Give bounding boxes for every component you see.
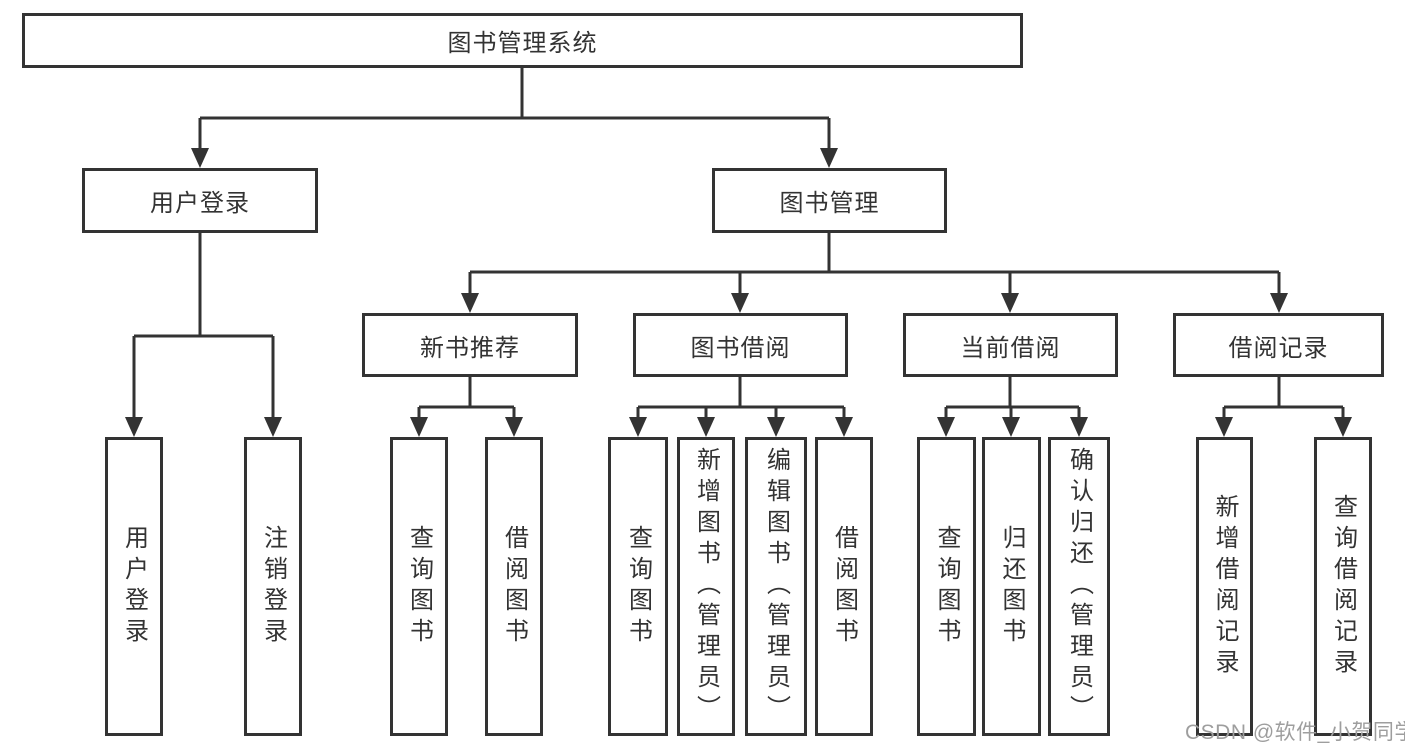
node-book-borrow: 图书借阅	[633, 313, 848, 377]
leaf-borrow-book-recommend: 借阅图书	[485, 437, 543, 736]
leaf-add-book-admin: 新增图书（管理员）	[677, 437, 735, 736]
leaf-return-book: 归还图书	[982, 437, 1041, 736]
node-current-borrow: 当前借阅	[903, 313, 1118, 377]
node-new-book-recommend: 新书推荐	[362, 313, 578, 377]
leaf-add-borrow-record: 新增借阅记录	[1196, 437, 1253, 736]
leaf-logout: 注销登录	[244, 437, 302, 736]
leaf-query-book-borrow: 查询图书	[608, 437, 668, 736]
node-user-login: 用户登录	[82, 168, 318, 233]
leaf-user-login: 用户登录	[105, 437, 163, 736]
node-book-management: 图书管理	[712, 168, 947, 233]
leaf-query-book-current: 查询图书	[917, 437, 976, 736]
leaf-confirm-return-admin: 确认归还（管理员）	[1048, 437, 1110, 736]
node-borrow-records: 借阅记录	[1173, 313, 1384, 377]
csdn-watermark: CSDN @软件_小贺同学	[1185, 721, 1405, 744]
leaf-query-borrow-record: 查询借阅记录	[1314, 437, 1372, 736]
leaf-edit-book-admin: 编辑图书（管理员）	[745, 437, 807, 736]
leaf-borrow-book: 借阅图书	[815, 437, 873, 736]
node-library-management-system: 图书管理系统	[22, 13, 1023, 68]
leaf-query-book-recommend: 查询图书	[390, 437, 448, 736]
